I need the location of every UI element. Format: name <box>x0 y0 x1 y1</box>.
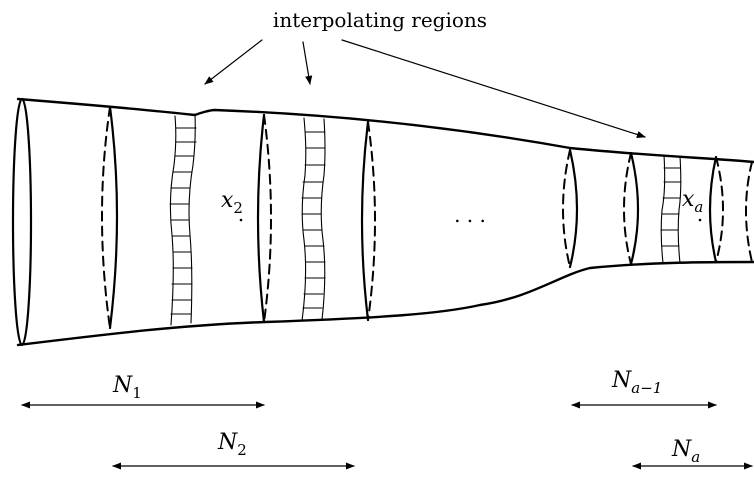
cross-section-6 <box>708 155 724 264</box>
interpolating-region-1 <box>169 113 197 326</box>
interpolating-regions-label: interpolating regions <box>273 8 487 32</box>
n2-label: N2 <box>217 430 247 459</box>
na-1-label: Na−1 <box>611 368 662 397</box>
interpolating-region-3 <box>660 154 682 264</box>
xa-label: xa <box>682 187 703 216</box>
na-label: Na <box>671 437 700 466</box>
ellipsis: . . . <box>454 203 486 227</box>
cross-section-7 <box>745 161 753 263</box>
tube-bottom-edge <box>16 260 754 347</box>
interpolating-region-2 <box>301 117 326 322</box>
x2-point <box>239 218 243 222</box>
cross-section-3 <box>360 120 376 322</box>
arrow-to-region-3 <box>341 39 646 138</box>
arrow-to-region-1 <box>204 39 263 85</box>
n1-label: N1 <box>112 373 142 402</box>
cross-section-1 <box>101 105 119 330</box>
arrow-to-region-2 <box>302 41 313 85</box>
xa-point <box>698 218 702 222</box>
cross-section-4 <box>562 148 579 269</box>
tube-top-edge <box>16 97 754 164</box>
tube-left-opening <box>11 97 33 347</box>
cross-section-2 <box>256 113 272 324</box>
x2-label: x2 <box>221 188 243 217</box>
cross-section-5 <box>623 151 640 266</box>
